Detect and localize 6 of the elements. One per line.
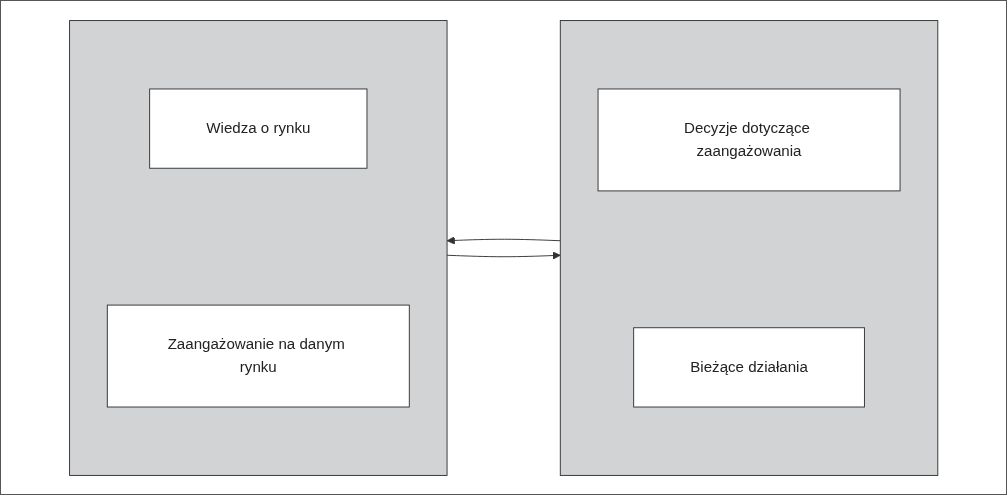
node-box: Wiedza o rynku	[149, 88, 368, 169]
cluster	[559, 19, 939, 476]
node-box: Zaangażowanie na danym rynku	[106, 304, 410, 407]
node-box: Bieżące działania	[633, 326, 865, 407]
node-box: Decyzje dotyczące zaangażowania	[597, 88, 901, 191]
cluster	[68, 19, 448, 476]
